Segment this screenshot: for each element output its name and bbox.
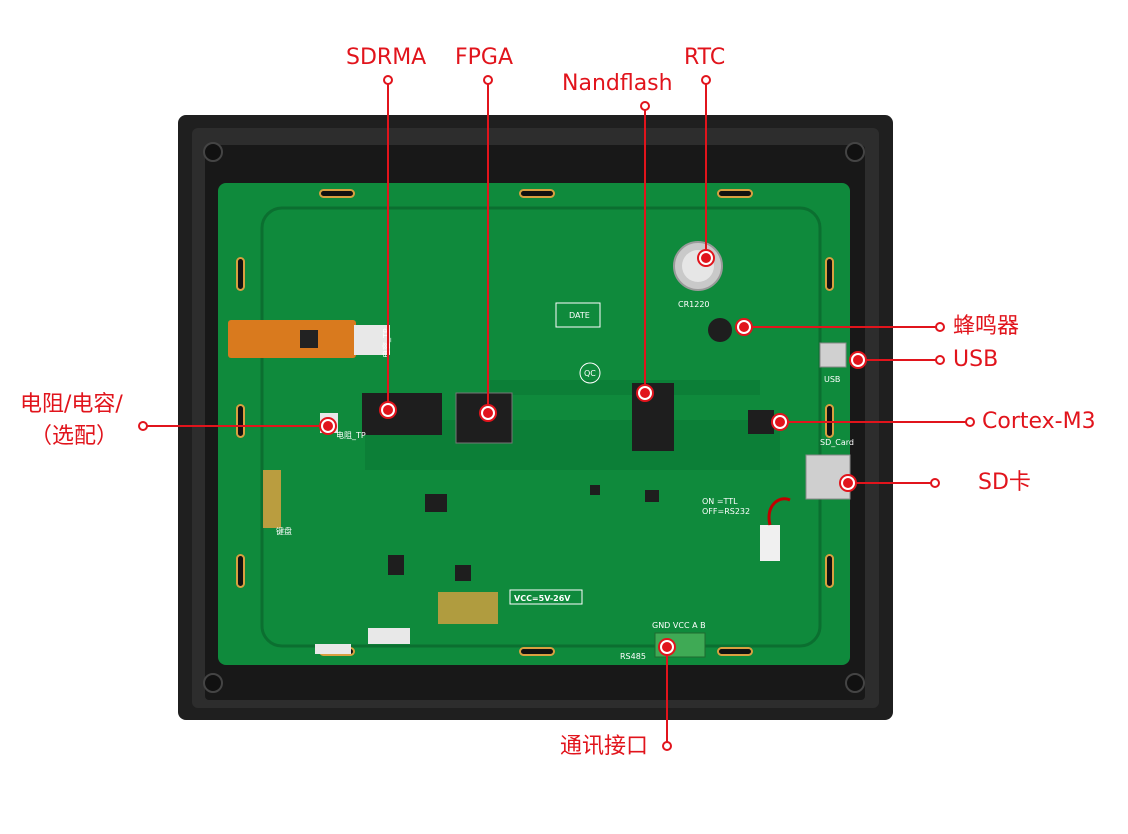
slot-hole — [236, 554, 245, 588]
bottom-connector — [368, 628, 410, 644]
usb-silk: USB — [824, 375, 840, 384]
sdrma-label: SDRMA — [346, 45, 427, 70]
date-box — [555, 302, 601, 328]
screw-bottom-right — [845, 673, 865, 693]
target-marker-core — [323, 421, 333, 431]
callout-end-dots — [138, 75, 975, 751]
optional-label: （选配） — [30, 424, 119, 449]
bottom-header — [438, 592, 498, 624]
callout-dot — [935, 355, 945, 365]
usb-port — [819, 342, 847, 368]
flex-connector — [354, 325, 390, 355]
rtc-label: RTC — [684, 45, 726, 70]
component — [388, 555, 404, 575]
component — [590, 485, 600, 495]
callout-dot — [138, 421, 148, 431]
slot-hole — [825, 554, 834, 588]
bottom-connector-small — [315, 644, 351, 654]
pcb-trace-bus-2 — [490, 380, 760, 395]
target-marker-core — [853, 355, 863, 365]
callout-dot — [640, 101, 650, 111]
flex-cable — [228, 320, 356, 358]
callout-dot — [965, 417, 975, 427]
callout-dot — [662, 741, 672, 751]
callout-dot — [935, 322, 945, 332]
keyboard-silk: 键盘 — [276, 526, 292, 536]
slot-hole — [519, 189, 555, 198]
cr1220-silk: CR1220 — [678, 300, 710, 309]
buzzer — [708, 318, 732, 342]
callout-target-markers — [319, 249, 867, 656]
capacitive-tp-silk: 电容_TP — [381, 328, 391, 358]
flex-cable-chip — [300, 330, 318, 348]
slot-hole — [236, 257, 245, 291]
fpga-label: FPGA — [455, 45, 514, 70]
date-silk: DATE — [569, 311, 590, 320]
slot-hole — [717, 189, 753, 198]
callout-dot — [383, 75, 393, 85]
comm-interface-label: 通讯接口 — [560, 734, 649, 759]
resistor-capacitor-label: 电阻/电容/ — [20, 392, 123, 417]
target-marker-core — [640, 388, 650, 398]
terminal-pins-label: GND VCC A B — [652, 621, 706, 630]
rs232-label: OFF=RS232 — [702, 507, 750, 516]
buzzer-label: 蜂鸣器 — [953, 314, 1020, 339]
cortex-m3-chip — [748, 410, 774, 434]
nandflash-label: Nandflash — [562, 71, 673, 96]
target-marker-core — [775, 417, 785, 427]
qc-circle — [579, 362, 601, 384]
rs485-label: RS485 — [620, 652, 646, 661]
component — [455, 565, 471, 581]
target-marker-core — [701, 253, 711, 263]
ttl-label: ON =TTL — [702, 497, 738, 506]
slot-hole — [825, 257, 834, 291]
slot-hole — [519, 647, 555, 656]
slot-hole — [319, 189, 355, 198]
resistive-tp-silk: 电阻_TP — [336, 430, 366, 440]
vcc-label-box — [509, 589, 583, 605]
target-marker-core — [383, 405, 393, 415]
target-marker-core — [662, 642, 672, 652]
callout-lines — [143, 80, 970, 746]
usb-label: USB — [953, 347, 999, 372]
callout-dot — [930, 478, 940, 488]
slot-hole — [717, 647, 753, 656]
keyboard-header — [263, 470, 281, 528]
wire-connector — [760, 525, 780, 561]
sd-card-label: SD卡 — [978, 470, 1031, 495]
target-marker-core — [483, 408, 493, 418]
component — [645, 490, 659, 502]
qc-silk: QC — [584, 369, 596, 378]
callout-dot — [701, 75, 711, 85]
target-marker-core — [843, 478, 853, 488]
screw-top-left — [203, 142, 223, 162]
battery-wire — [767, 497, 791, 526]
callout-dot — [483, 75, 493, 85]
cortex-m3-label: Cortex-M3 — [982, 409, 1096, 434]
component — [425, 494, 447, 512]
target-marker-core — [739, 322, 749, 332]
slot-hole — [236, 404, 245, 438]
sdram-chip — [362, 393, 442, 435]
screw-bottom-left — [203, 673, 223, 693]
sd-card-silk: SD_Card — [820, 438, 854, 447]
vcc-label: VCC=5V-26V — [514, 594, 571, 603]
screw-top-right — [845, 142, 865, 162]
